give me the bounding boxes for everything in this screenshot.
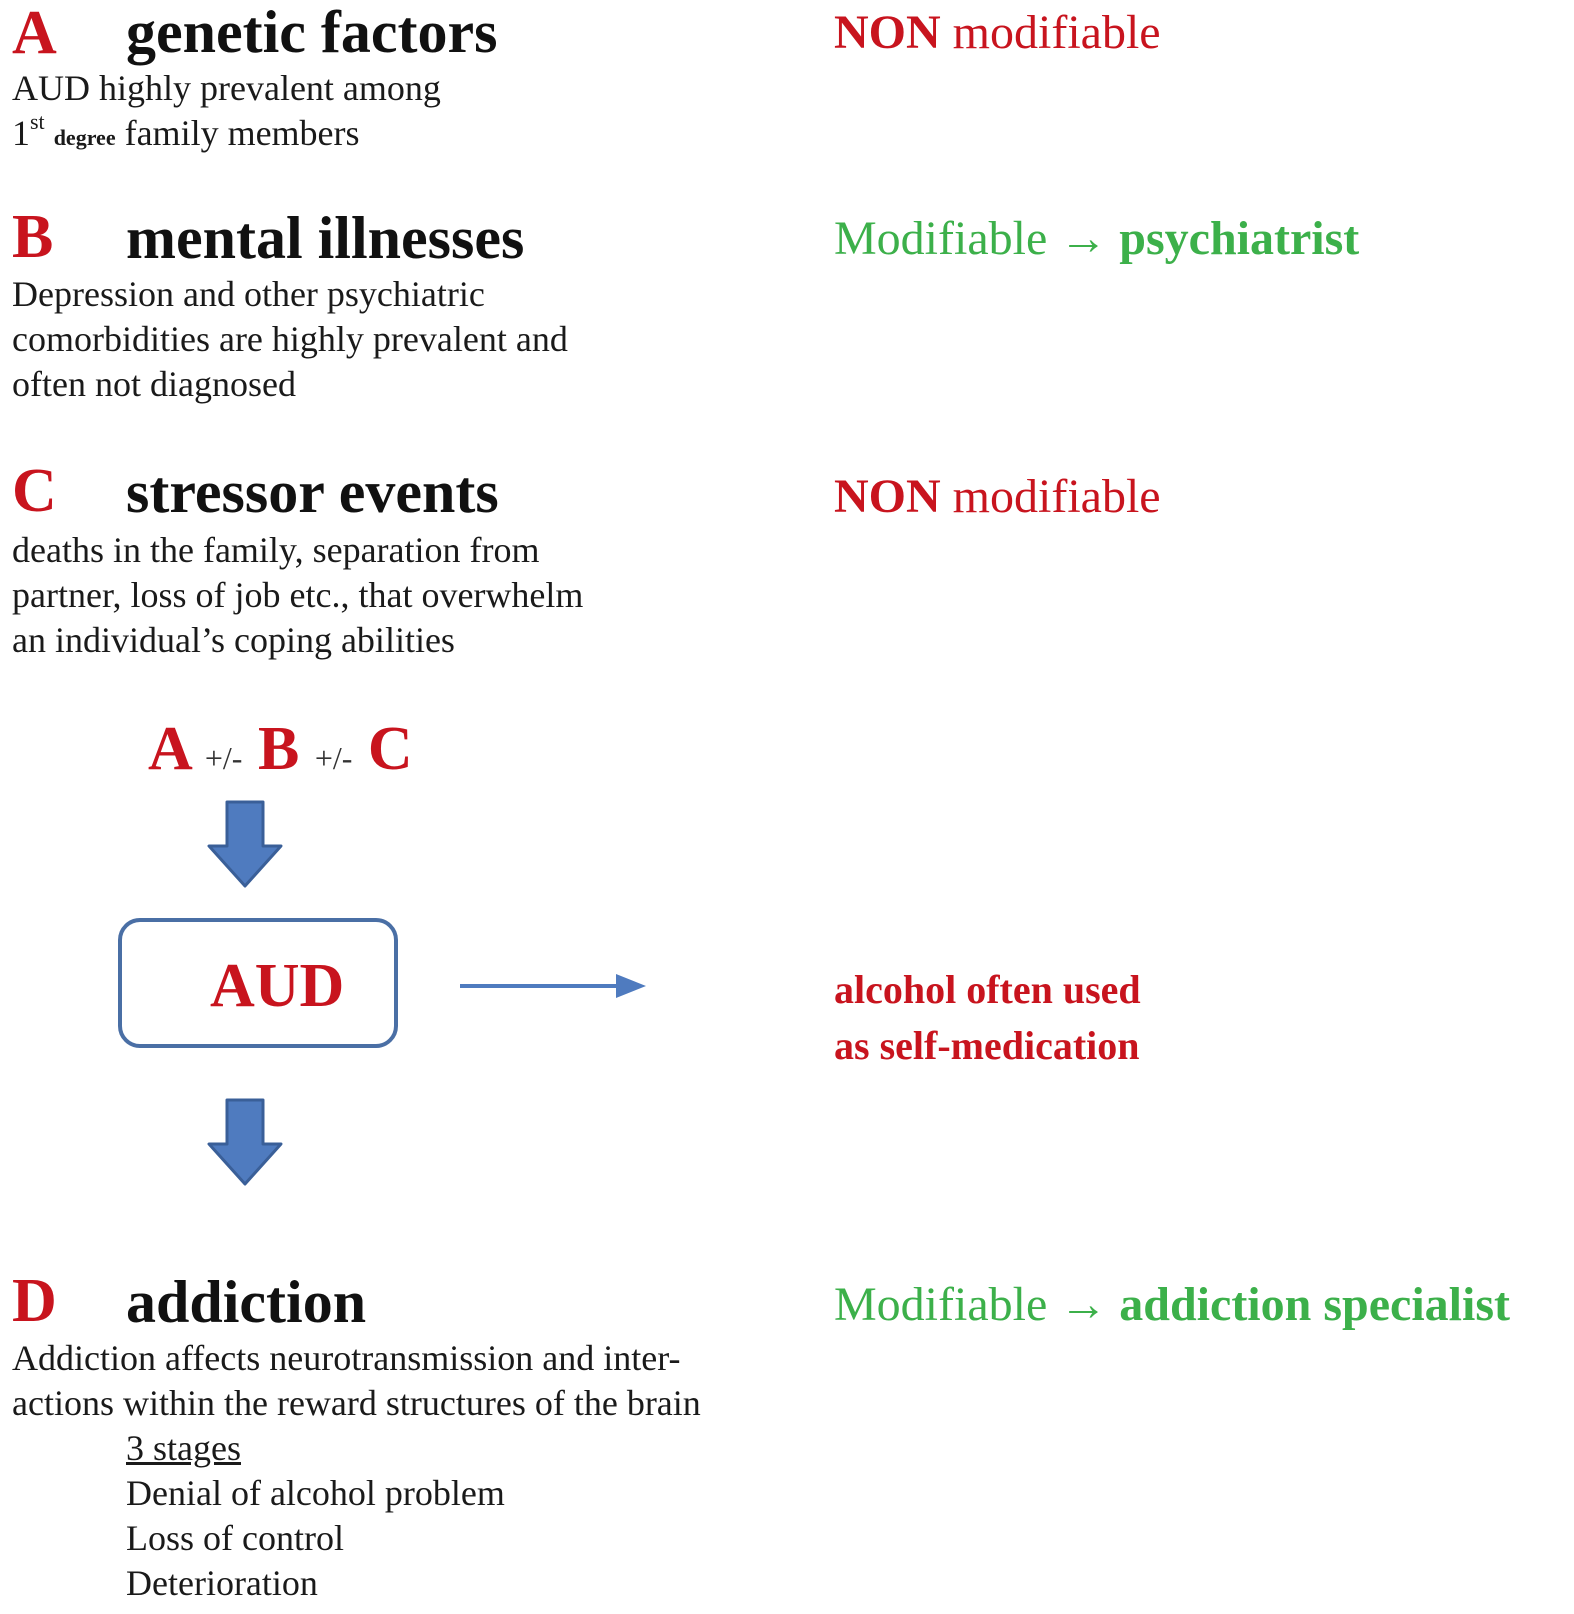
section-c-title: stressor events	[126, 459, 499, 525]
combo-a: A	[148, 715, 190, 783]
self-medication-line-2: as self-medication	[834, 1023, 1140, 1068]
section-b-description: Depression and other psychiatric comorbi…	[12, 272, 568, 407]
section-b-status-arrow: →	[1059, 212, 1108, 265]
stages-title: 3 stages	[126, 1428, 241, 1468]
down-arrow-icon	[207, 800, 283, 888]
section-a-line-2: 1st degree family members	[12, 111, 441, 160]
aud-box	[118, 918, 398, 1048]
section-a-status-non: NON	[834, 6, 941, 59]
section-a-line-1: AUD highly prevalent among	[12, 68, 441, 108]
down-arrow-icon	[207, 1098, 283, 1186]
section-d-letter: D	[12, 1267, 57, 1335]
section-b-line-1: Depression and other psychiatric	[12, 274, 485, 314]
stage-item: Loss of control	[126, 1518, 344, 1558]
right-arrow-icon	[460, 974, 646, 998]
family-members-text: family members	[124, 113, 360, 153]
combo-c: C	[367, 715, 413, 783]
section-d-status: Modifiable → addiction specialist	[834, 1280, 1510, 1330]
stage-item: Deterioration	[126, 1563, 318, 1603]
ordinal-suffix: st	[30, 109, 45, 134]
section-a-letter: A	[12, 0, 57, 67]
section-b-title: mental illnesses	[126, 205, 525, 271]
section-c-line-1: deaths in the family, separation from	[12, 530, 540, 570]
ordinal-number: 1	[12, 113, 30, 153]
stage-item: Denial of alcohol problem	[126, 1473, 505, 1513]
section-a-description: AUD highly prevalent among 1st degree fa…	[12, 66, 441, 160]
combo-b: B	[257, 715, 300, 783]
section-d-status-prefix: Modifiable	[834, 1278, 1048, 1331]
section-a-status: NON modifiable	[834, 8, 1161, 58]
section-c-status-non: NON	[834, 470, 941, 523]
self-medication-line-1: alcohol often used	[834, 967, 1141, 1012]
section-d-line-1: Addiction affects neurotransmission and …	[12, 1338, 681, 1378]
self-medication-note: alcohol often used as self-medication	[834, 962, 1141, 1074]
section-d-description: Addiction affects neurotransmission and …	[12, 1336, 701, 1426]
section-b-letter: B	[12, 203, 54, 271]
degree-label: degree	[53, 125, 116, 150]
section-d-status-target: addiction specialist	[1119, 1278, 1510, 1331]
section-d-line-2: actions within the reward structures of …	[12, 1383, 701, 1423]
section-c-status-rest: modifiable	[952, 470, 1161, 523]
section-b-line-3: often not diagnosed	[12, 364, 296, 404]
section-d-status-arrow: →	[1059, 1278, 1108, 1331]
section-b-status-target: psychiatrist	[1119, 212, 1360, 265]
section-c-line-3: an individual’s coping abilities	[12, 620, 455, 660]
section-c-status: NON modifiable	[834, 472, 1161, 522]
section-a-status-rest: modifiable	[952, 6, 1161, 59]
factor-combination: A +/- B +/- C	[148, 718, 413, 789]
section-b-status: Modifiable → psychiatrist	[834, 214, 1359, 264]
combo-plus-minus-1: +/-	[204, 740, 243, 776]
section-c-letter: C	[12, 457, 57, 525]
section-c-description: deaths in the family, separation from pa…	[12, 528, 583, 663]
section-b-line-2: comorbidities are highly prevalent and	[12, 319, 568, 359]
section-b-status-prefix: Modifiable	[834, 212, 1048, 265]
section-c-line-2: partner, loss of job etc., that overwhel…	[12, 575, 584, 615]
section-a-title: genetic factors	[126, 0, 498, 65]
combo-plus-minus-2: +/-	[314, 740, 353, 776]
aud-label: AUD	[210, 952, 345, 1020]
section-d-title: addiction	[126, 1269, 367, 1335]
stages-list: 3 stages Denial of alcohol problem Loss …	[126, 1426, 505, 1606]
